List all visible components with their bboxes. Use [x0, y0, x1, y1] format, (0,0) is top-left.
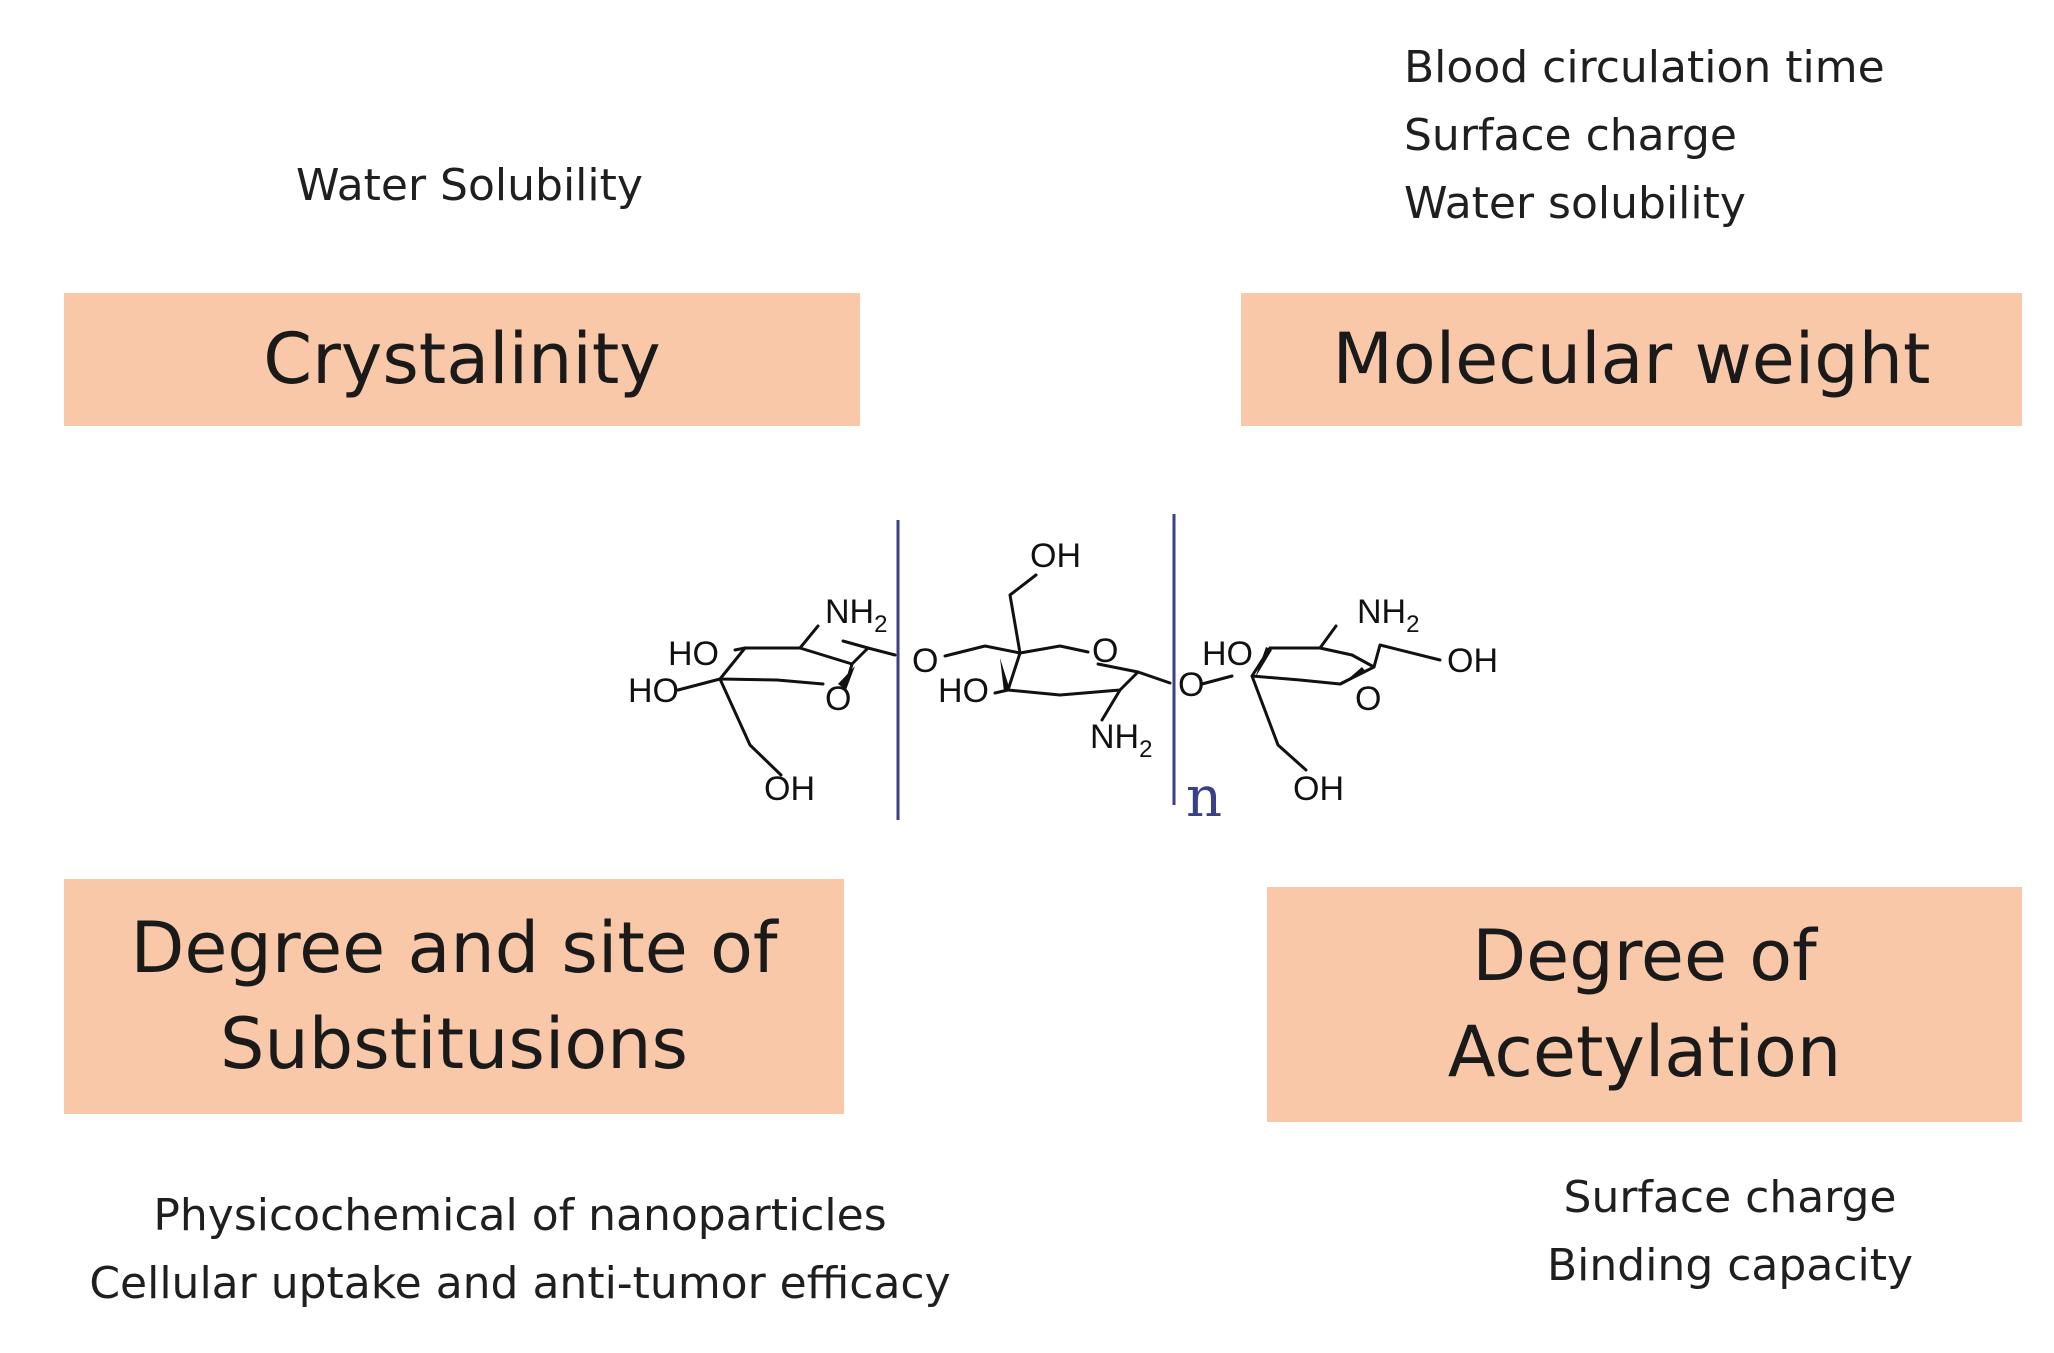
- amino-group-label: NH2: [825, 593, 887, 638]
- molecular-weight-note: Blood circulation time Surface charge Wa…: [1404, 34, 1885, 238]
- molecular-weight-box: Molecular weight: [1241, 293, 2022, 426]
- note-line: Water solubility: [1404, 178, 1746, 229]
- hydroxyl-label: HO: [1202, 635, 1253, 673]
- hydroxyl-label: HO: [668, 635, 719, 673]
- acetylation-box: Degree of Acetylation: [1267, 887, 2022, 1122]
- note-line: Binding capacity: [1546, 1240, 1913, 1291]
- note-line: Cellular uptake and anti-tumor efficacy: [89, 1258, 951, 1309]
- hydroxyl-label: HO: [628, 672, 679, 710]
- hydroxyl-label: OH: [764, 770, 815, 808]
- ring-oxygen-label: O: [1092, 632, 1118, 670]
- molecular-weight-label: Molecular weight: [1332, 317, 1931, 400]
- substitution-label-line: Substitusions: [220, 1002, 688, 1085]
- acetylation-label-line: Acetylation: [1447, 1010, 1842, 1093]
- ring-oxygen-label: O: [1355, 680, 1381, 718]
- substitution-box: Degree and site of Substitusions: [64, 879, 844, 1114]
- crystallinity-label: Crystalinity: [263, 317, 661, 400]
- acetylation-note: Surface charge Binding capacity: [1450, 1164, 2010, 1300]
- crystallinity-note: Water Solubility: [296, 152, 643, 220]
- note-line: Blood circulation time: [1404, 42, 1885, 93]
- amino-group-label: NH2: [1090, 718, 1152, 763]
- hydroxyl-label: HO: [938, 672, 989, 710]
- note-line: Water Solubility: [296, 160, 643, 211]
- glycosidic-oxygen-label: O: [1178, 666, 1204, 704]
- substitution-label-line: Degree and site of: [130, 907, 778, 990]
- substitution-note: Physicochemical of nanoparticles Cellula…: [40, 1182, 1000, 1318]
- hydroxyl-label: OH: [1293, 770, 1344, 808]
- note-line: Physicochemical of nanoparticles: [153, 1190, 887, 1241]
- glycosidic-oxygen-label: O: [912, 642, 938, 680]
- repeat-count-label: n: [1186, 765, 1222, 830]
- acetylation-label-line: Degree of: [1472, 915, 1817, 998]
- note-line: Surface charge: [1563, 1172, 1897, 1223]
- hydroxyl-label: OH: [1447, 642, 1498, 680]
- ring-oxygen-label: O: [825, 680, 851, 718]
- hydroxyl-label: OH: [1030, 537, 1081, 575]
- note-line: Surface charge: [1404, 110, 1737, 161]
- crystallinity-box: Crystalinity: [64, 293, 860, 426]
- amino-group-label: NH2: [1357, 593, 1419, 638]
